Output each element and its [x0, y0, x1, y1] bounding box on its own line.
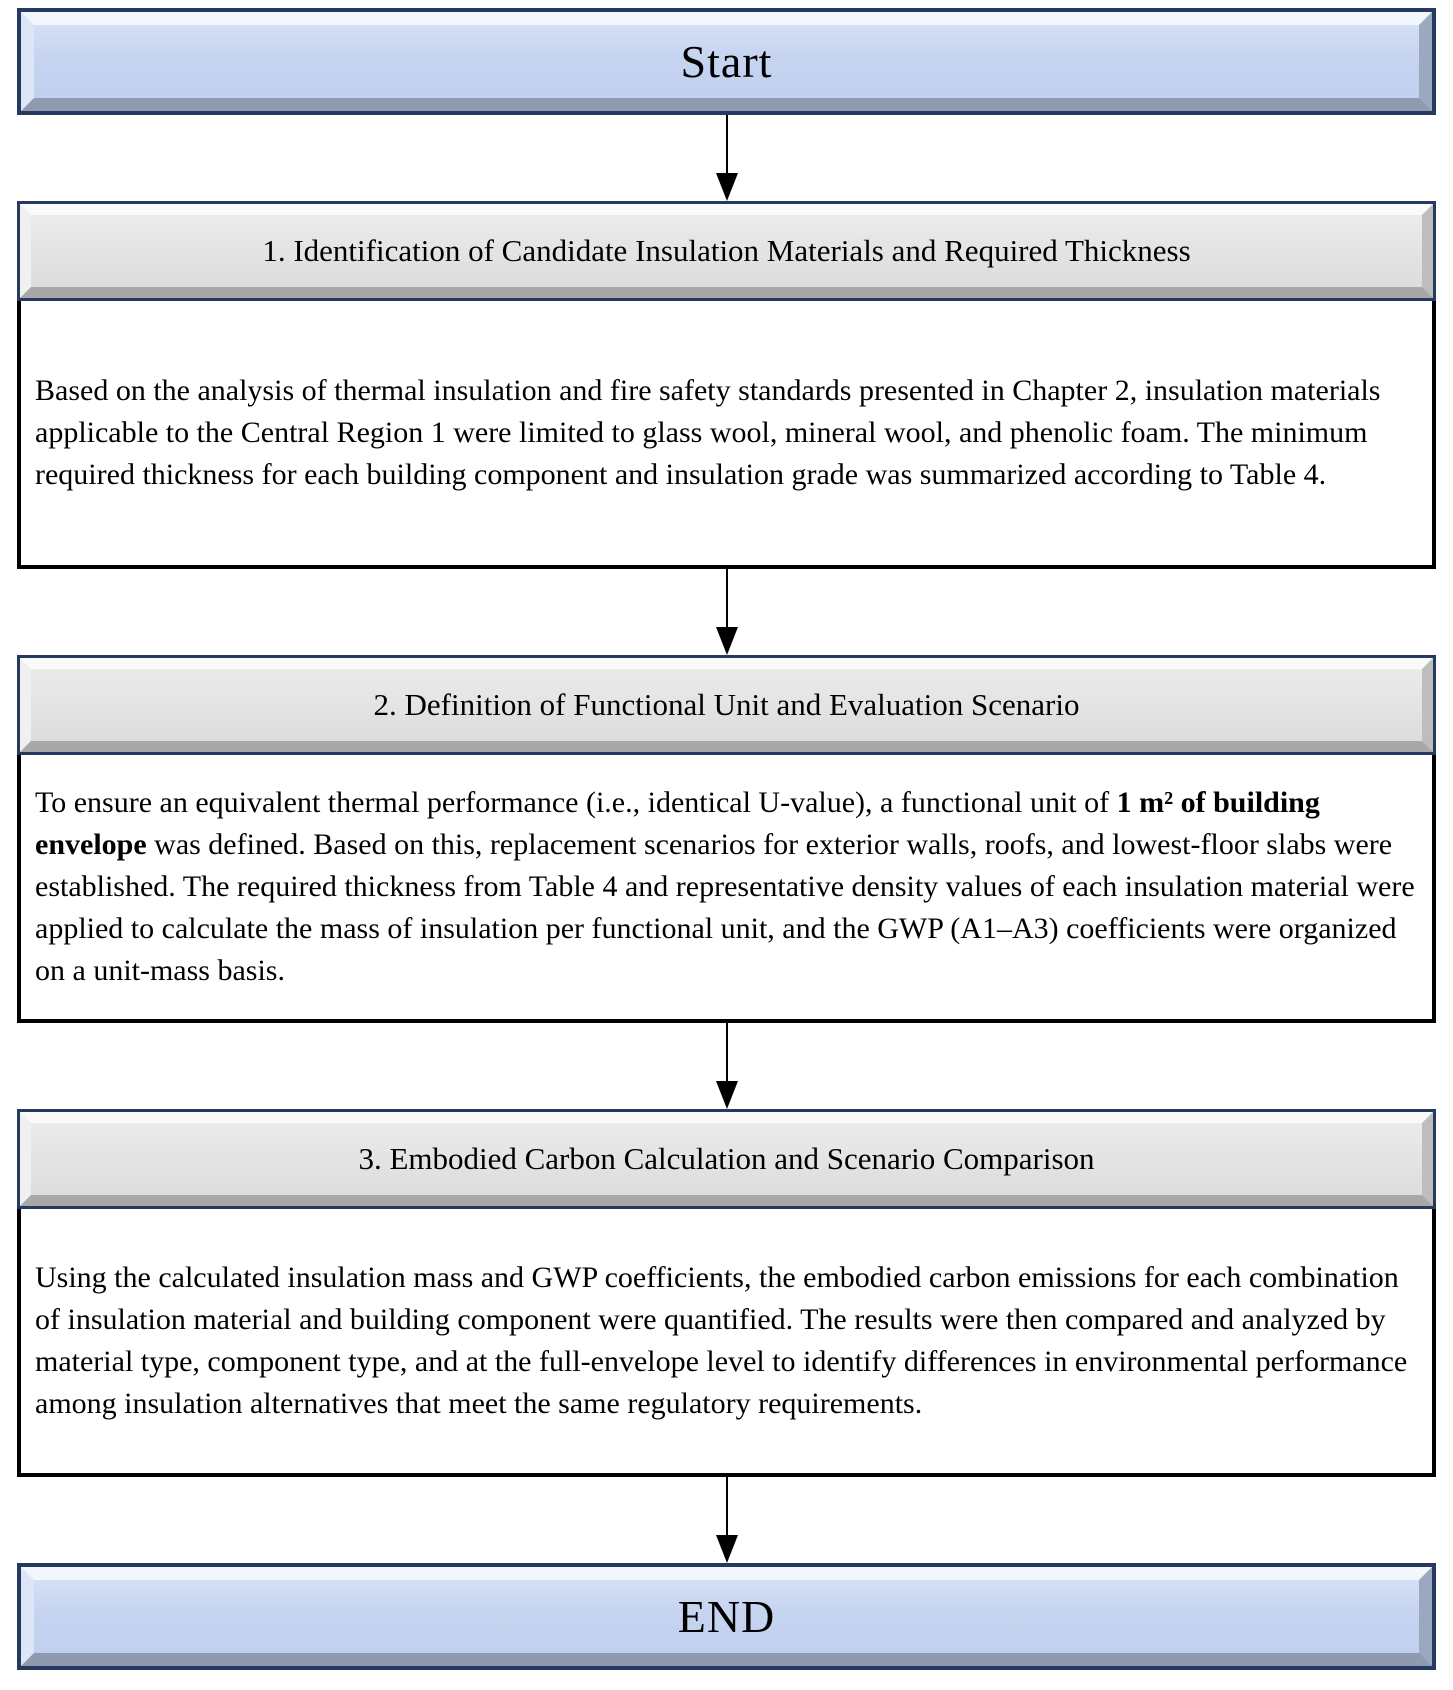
arrow-down-3 [17, 1023, 1436, 1109]
step-1-header-face: 1. Identification of Candidate Insulatio… [20, 204, 1433, 298]
step-1-paragraph: Based on the analysis of thermal insulat… [35, 370, 1418, 496]
step-2-bold-text: 1 m² of building envelope [35, 786, 1320, 861]
step-2-header-face: 2. Definition of Functional Unit and Eva… [20, 658, 1433, 752]
arrow-head-icon [715, 1535, 738, 1563]
step-2-text: To ensure an equivalent thermal performa… [35, 786, 1117, 819]
arrow-line [725, 1477, 728, 1536]
step-2-text-after: was defined. Based on this, replacement … [35, 828, 1415, 987]
step-2: 2. Definition of Functional Unit and Eva… [17, 655, 1436, 1023]
start-label: Start [680, 36, 773, 87]
start-node: Start [17, 8, 1436, 115]
step-2-title: 2. Definition of Functional Unit and Eva… [373, 687, 1080, 722]
step-2-body: To ensure an equivalent thermal performa… [17, 755, 1436, 1023]
step-1: 1. Identification of Candidate Insulatio… [17, 201, 1436, 569]
step-3-text: Using the calculated insulation mass and… [35, 1261, 1408, 1420]
step-3-paragraph: Using the calculated insulation mass and… [35, 1257, 1418, 1425]
end-node: END [17, 1563, 1436, 1670]
step-3-header: 3. Embodied Carbon Calculation and Scena… [17, 1109, 1436, 1209]
step-1-title: 1. Identification of Candidate Insulatio… [262, 233, 1191, 268]
step-3-header-face: 3. Embodied Carbon Calculation and Scena… [20, 1112, 1433, 1206]
step-3-title: 3. Embodied Carbon Calculation and Scena… [358, 1141, 1095, 1176]
end-label: END [677, 1591, 776, 1642]
arrow-line [725, 115, 728, 174]
arrow-down-2 [17, 569, 1436, 655]
step-2-header: 2. Definition of Functional Unit and Eva… [17, 655, 1436, 755]
arrow-down-1 [17, 115, 1436, 201]
arrow-head-icon [715, 627, 738, 655]
step-1-body: Based on the analysis of thermal insulat… [17, 301, 1436, 569]
start-node-face: Start [21, 12, 1432, 111]
arrow-head-icon [715, 1081, 738, 1109]
arrow-head-icon [715, 173, 738, 201]
step-1-header: 1. Identification of Candidate Insulatio… [17, 201, 1436, 301]
end-node-face: END [21, 1567, 1432, 1666]
step-3: 3. Embodied Carbon Calculation and Scena… [17, 1109, 1436, 1477]
arrow-down-4 [17, 1477, 1436, 1563]
step-2-paragraph: To ensure an equivalent thermal performa… [35, 782, 1418, 992]
step-1-text: Based on the analysis of thermal insulat… [35, 374, 1381, 491]
arrow-line [725, 569, 728, 628]
step-3-body: Using the calculated insulation mass and… [17, 1209, 1436, 1477]
arrow-line [725, 1023, 728, 1082]
